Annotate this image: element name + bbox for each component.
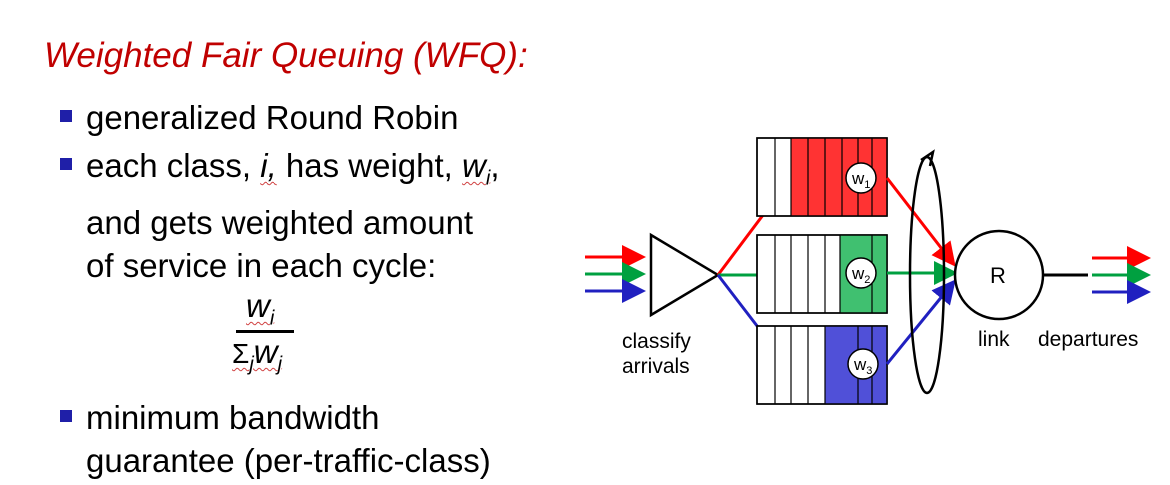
bullet-text: of service in each cycle: xyxy=(86,246,437,284)
bullet-text: , xyxy=(490,147,500,184)
bullet-text-block: minimum bandwidth guarantee (per-traffic… xyxy=(86,396,491,482)
weight-subscript: i xyxy=(485,167,491,190)
classify-label: classify xyxy=(622,330,691,353)
weight-circle-3 xyxy=(847,348,879,380)
weight-circle-2 xyxy=(845,257,877,289)
router-label: R xyxy=(990,263,1006,288)
bullet-text: guarantee (per-traffic-class) xyxy=(86,442,491,479)
bullet-square-icon xyxy=(60,158,72,170)
bullet-square-icon xyxy=(60,110,72,122)
fraction-denominator: Σjwj xyxy=(232,333,283,376)
fraction-bar xyxy=(236,330,294,333)
fraction-numerator: wi xyxy=(246,287,275,330)
weight-label-1: w1 xyxy=(851,169,870,191)
output-red xyxy=(885,177,956,267)
bullet-square-icon xyxy=(60,410,72,422)
output-blue xyxy=(885,279,956,365)
weight-symbol: wi xyxy=(462,147,491,190)
slide-title: Weighted Fair Queuing (WFQ): xyxy=(44,36,528,75)
bullet-text: has weight, xyxy=(276,147,463,184)
round-robin-arrowhead xyxy=(920,149,935,167)
bullet-text: minimum bandwidth xyxy=(86,399,380,436)
link-label: link xyxy=(978,328,1010,351)
classifier-triangle xyxy=(649,232,721,318)
weight-circle-1 xyxy=(845,162,877,194)
bullet-text: each class, xyxy=(86,147,261,184)
arrivals-label: arrivals xyxy=(622,355,690,378)
bullet-text: and gets weighted amount xyxy=(86,203,474,241)
weight-label-3: w3 xyxy=(853,355,872,377)
bullet-text: generalized Round Robin xyxy=(86,99,459,136)
departures-label: departures xyxy=(1038,328,1139,351)
round-robin-ellipse xyxy=(908,155,946,395)
class-index: i, xyxy=(260,147,277,184)
bullet-text-block: each class, i, has weight, wi, and gets … xyxy=(86,144,500,287)
queue-3 xyxy=(756,325,888,405)
weight-label-2: w2 xyxy=(851,264,870,286)
